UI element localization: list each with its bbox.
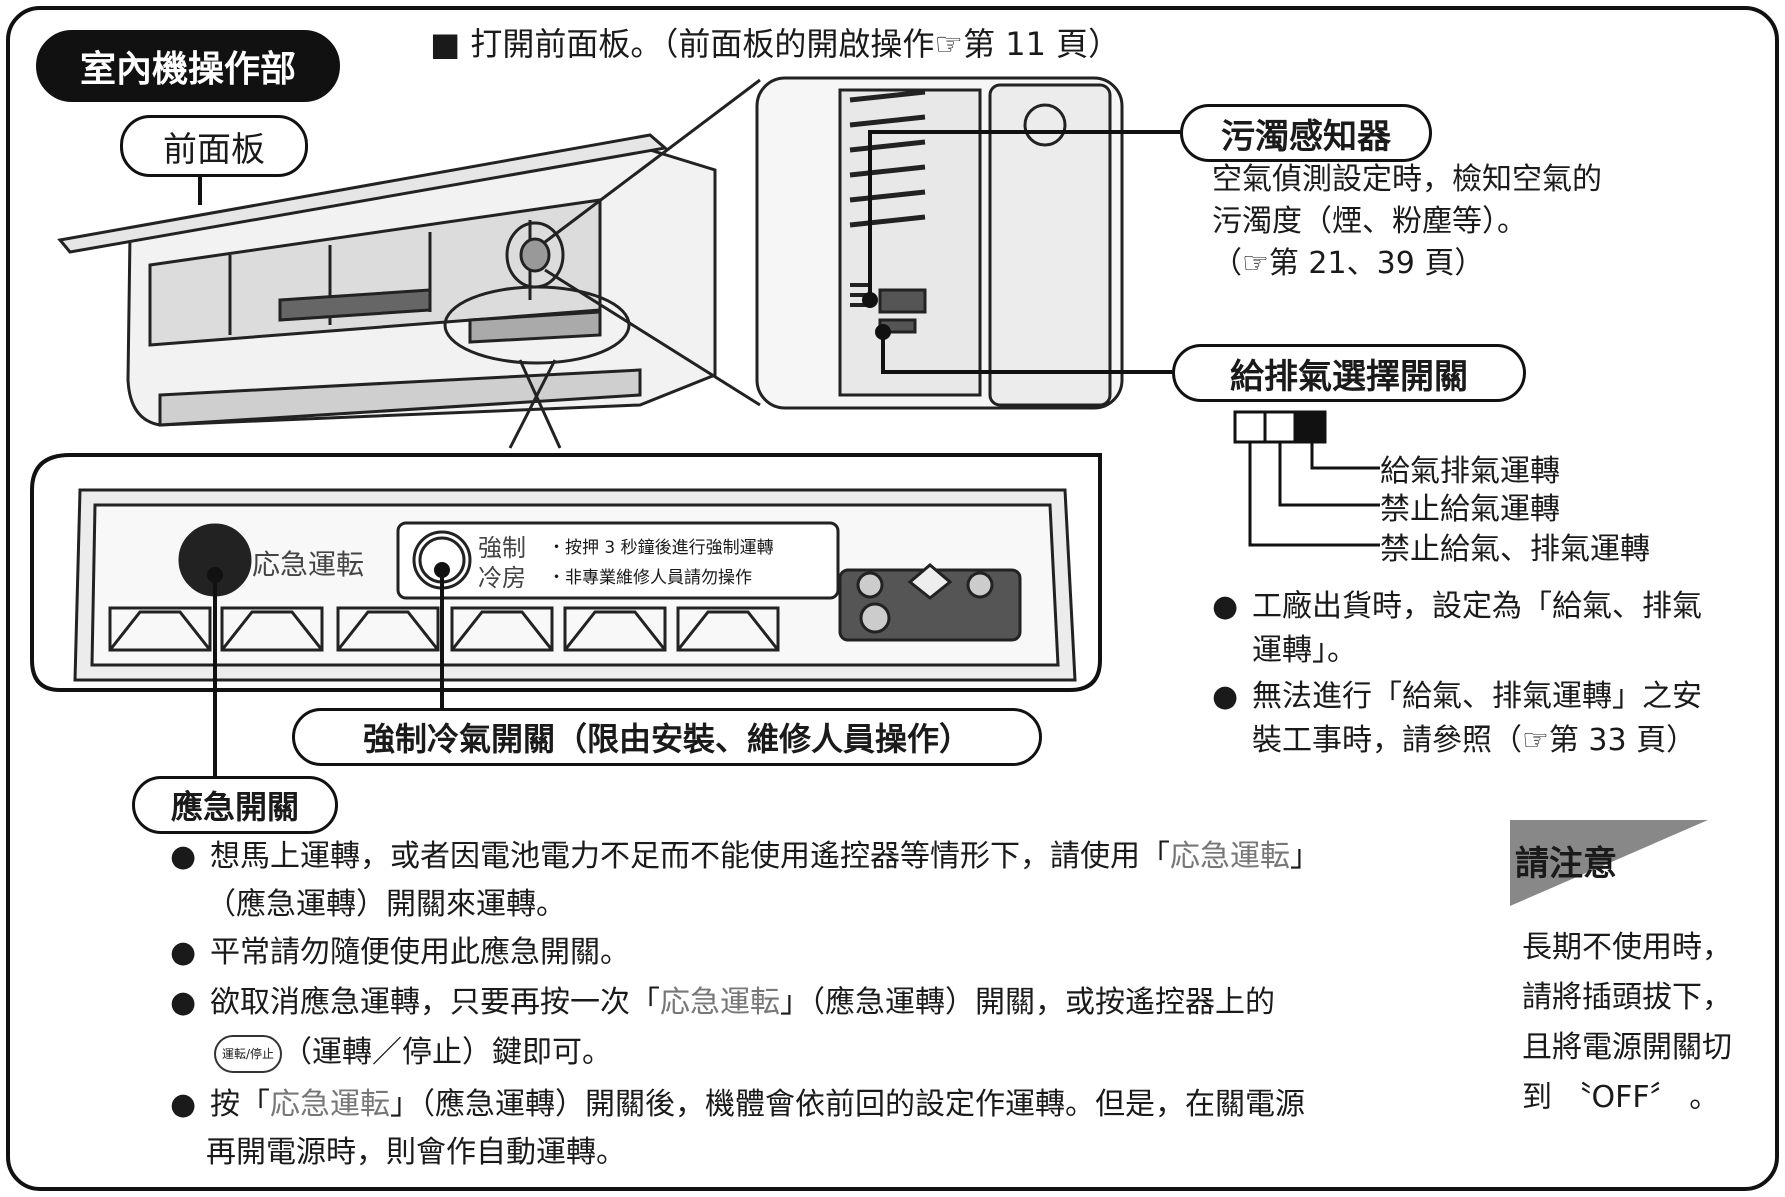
emergency-note-3-a: 欲取消應急運轉，只要再按一次「 — [210, 985, 660, 1020]
emergency-note-1-hl: 応急運転 — [1170, 839, 1290, 874]
vent-mode-3: 禁止給氣、排氣運轉 — [1380, 532, 1650, 567]
emergency-note-3: ●欲取消應急運轉，只要再按一次「応急運転」（應急運轉）開關，或按遙控器上的 — [170, 985, 1275, 1020]
vent-mode-2: 禁止給氣運轉 — [1380, 492, 1560, 527]
dirt-sensor-label: 污濁感知器 — [1180, 104, 1432, 162]
emergency-note-4-cont: 再開電源時，則會作自動運轉。 — [206, 1128, 626, 1178]
vent-note-1-cont: 運轉」。 — [1252, 626, 1357, 676]
emergency-note-3-b: 」（應急運轉）開關，或按遙控器上的 — [780, 985, 1275, 1020]
caution-title: 請注意 — [1515, 844, 1617, 884]
vent-note-1-line2: 運轉」。 — [1252, 633, 1357, 668]
panel-forced-label-1: 強制 — [478, 534, 526, 562]
emergency-note-3-hl: 応急運転 — [660, 985, 780, 1020]
panel-forced-label-2: 冷房 — [478, 564, 526, 592]
vent-mode-1: 給氣排氣運轉 — [1380, 454, 1560, 489]
emergency-note-1-line2: （應急運轉）開關來運轉。 — [206, 887, 566, 922]
emergency-note-1-a: 想馬上運轉，或者因電池電力不足而不能使用遙控器等情形下，請使用「 — [210, 839, 1170, 874]
vent-note-2-line1: 無法進行「給氣、排氣運轉」之安 — [1252, 679, 1702, 714]
emergency-note-1-cont: （應急運轉）開關來運轉。 — [206, 880, 566, 930]
front-panel-label-text: 前面板 — [163, 129, 265, 170]
section-title: 室內機操作部 — [36, 30, 340, 102]
vent-switch-label: 給排氣選擇開關 — [1172, 344, 1526, 402]
dirt-sensor-desc-1: 空氣偵測設定時，檢知空氣的 — [1212, 162, 1602, 197]
emergency-switch-label-text: 應急開關 — [170, 788, 299, 826]
panel-forced-note-1: ・按押 3 秒鐘後進行強制運轉 — [548, 538, 774, 558]
vent-switch-label-text: 給排氣選擇開關 — [1230, 356, 1468, 397]
forced-cooling-switch-label: 強制冷氣開關（限由安裝、維修人員操作） — [292, 708, 1042, 766]
remote-run-stop-button-icon: 運転/停止 — [214, 1034, 283, 1073]
vent-note-2: ●無法進行「給氣、排氣運轉」之安 — [1212, 679, 1702, 714]
emergency-note-2-text: 平常請勿隨便使用此應急開關。 — [210, 935, 630, 970]
emergency-note-1: ●想馬上運轉，或者因電池電力不足而不能使用遙控器等情形下，請使用「応急運転」 — [170, 839, 1320, 874]
dirt-sensor-desc-2: 污濁度（煙、粉塵等）。 — [1212, 204, 1527, 239]
panel-forced-note-2: ・非專業維修人員請勿操作 — [548, 568, 752, 588]
caution-line-2: 請將插頭拔下， — [1522, 980, 1732, 1015]
emergency-note-2: ●平常請勿隨便使用此應急開關。 — [170, 935, 630, 970]
caution-line-3: 且將電源開關切 — [1522, 1030, 1732, 1065]
emergency-note-4: ●按「応急運転」（應急運轉）開關後，機體會依前回的設定作運轉。但是，在關電源 — [170, 1087, 1305, 1122]
emergency-note-4-line2: 再開電源時，則會作自動運轉。 — [206, 1135, 626, 1170]
emergency-switch-label: 應急開關 — [132, 776, 338, 834]
emergency-note-4-a: 按「 — [210, 1087, 270, 1122]
emergency-note-4-b: 」（應急運轉）開關後，機體會依前回的設定作運轉。但是，在關電源 — [390, 1087, 1305, 1122]
emergency-note-3-line2: （運轉／停止）鍵即可。 — [282, 1035, 613, 1070]
emergency-note-3-cont: 運転/停止（運轉／停止）鍵即可。 — [214, 1028, 612, 1078]
vent-note-1-line1: 工廠出貨時，設定為「給氣、排氣 — [1252, 589, 1702, 624]
emergency-note-4-hl: 応急運転 — [270, 1087, 390, 1122]
emergency-note-1-b: 」 — [1290, 839, 1320, 874]
dirt-sensor-desc-3: （☞第 21、39 頁） — [1212, 246, 1485, 281]
front-panel-label: 前面板 — [120, 115, 308, 177]
vent-note-1: ●工廠出貨時，設定為「給氣、排氣 — [1212, 589, 1702, 624]
panel-emergency-label: 応急運転 — [252, 548, 365, 581]
instruction-text: ■ 打開前面板。（前面板的開啟操作☞第 11 頁） — [430, 25, 1121, 63]
page-frame — [6, 6, 1779, 1191]
section-title-text: 室內機操作部 — [79, 49, 296, 90]
caution-line-4: 到 〝OFF〞 。 — [1522, 1080, 1720, 1115]
dirt-sensor-label-text: 污濁感知器 — [1221, 116, 1391, 157]
vent-note-2-cont: 裝工事時，請參照（☞第 33 頁） — [1252, 716, 1696, 766]
vent-note-2-line2: 裝工事時，請參照（☞第 33 頁） — [1252, 723, 1697, 758]
caution-line-1: 長期不使用時， — [1522, 930, 1732, 965]
forced-cooling-switch-label-text: 強制冷氣開關（限由安裝、維修人員操作） — [362, 720, 971, 758]
